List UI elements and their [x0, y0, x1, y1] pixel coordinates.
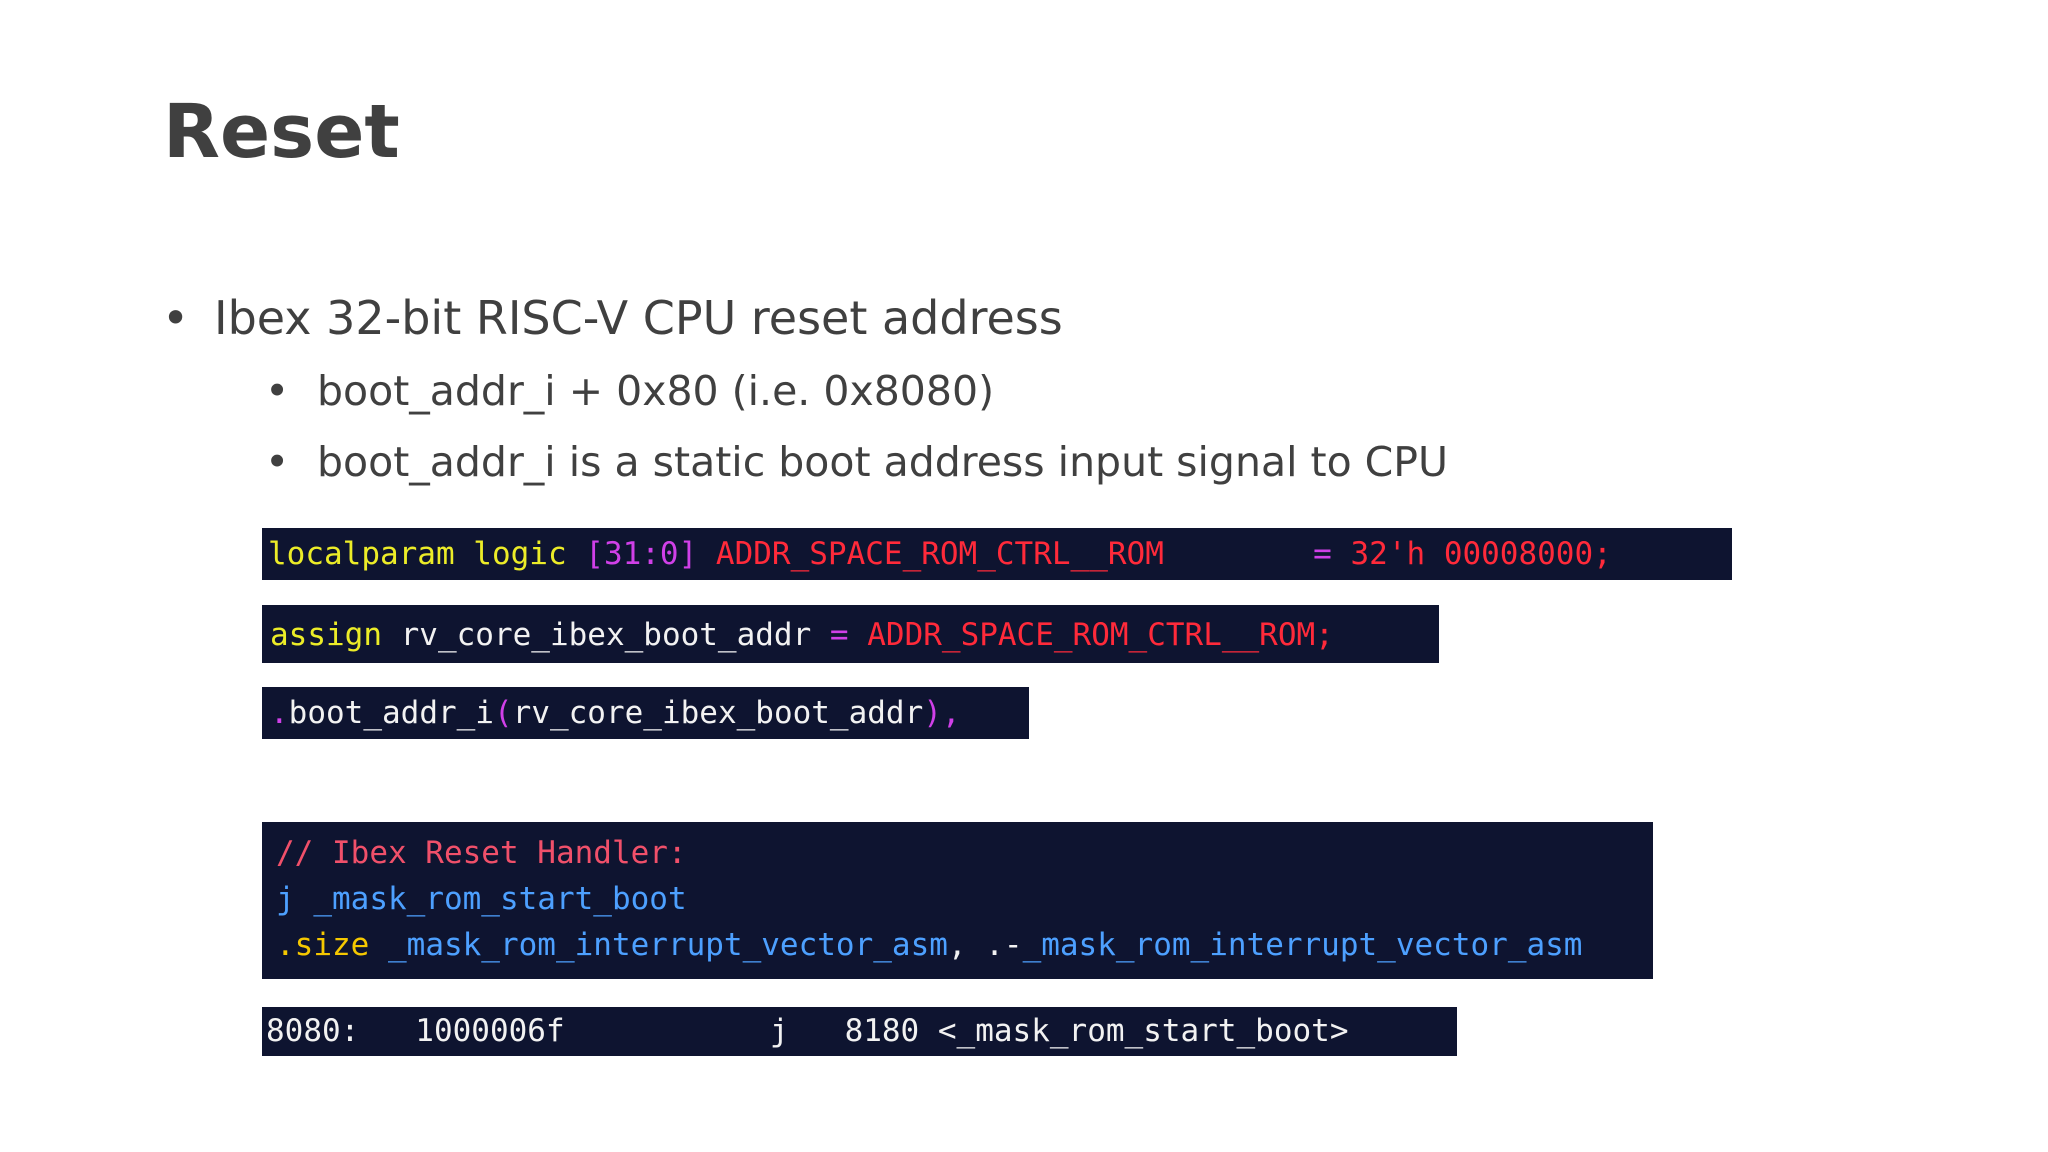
code-comment: // Ibex Reset Handler:	[276, 835, 687, 871]
code-equals: =	[1313, 536, 1351, 572]
code-mnemonic: j	[276, 881, 295, 917]
code-punctuation: , .-	[947, 927, 1023, 963]
code-keyword: localparam logic	[268, 536, 586, 572]
bullet-text: boot_addr_i is a static boot address inp…	[317, 438, 1449, 486]
code-line: // Ibex Reset Handler:	[276, 830, 1653, 876]
bullet-dot: •	[265, 367, 290, 415]
code-disasm-line: 8080: 1000006f j 8180 <_mask_rom_start_b…	[266, 1013, 1349, 1049]
code-snippet-assign: assign rv_core_ibex_boot_addr = ADDR_SPA…	[262, 605, 1439, 663]
code-paren: (	[493, 695, 513, 731]
code-signal: rv_core_ibex_boot_addr	[512, 695, 924, 731]
slide-title: Reset	[163, 89, 400, 175]
code-directive: .size	[276, 927, 370, 963]
code-identifier: rv_core_ibex_boot_addr	[381, 617, 830, 653]
code-line: j _mask_rom_start_boot	[276, 876, 1653, 922]
bullet-dot: •	[265, 438, 290, 486]
bullet-text: Ibex 32-bit RISC-V CPU reset address	[214, 291, 1063, 345]
code-snippet-port: .boot_addr_i(rv_core_ibex_boot_addr),	[262, 687, 1029, 739]
code-identifier: ADDR_SPACE_ROM_CTRL__ROM	[697, 536, 1164, 572]
code-spacing	[1164, 536, 1313, 572]
code-identifier: ADDR_SPACE_ROM_CTRL__ROM;	[867, 617, 1334, 653]
code-snippet-localparam: localparam logic [31:0] ADDR_SPACE_ROM_C…	[262, 528, 1732, 580]
code-value: 32'h 00008000;	[1350, 536, 1612, 572]
code-line: .size _mask_rom_interrupt_vector_asm, .-…	[276, 922, 1653, 968]
code-equals: =	[829, 617, 868, 653]
code-symbol: _mask_rom_interrupt_vector_asm	[369, 927, 948, 963]
code-symbol: _mask_rom_interrupt_vector_asm	[1022, 927, 1583, 963]
code-snippet-disassembly: 8080: 1000006f j 8180 <_mask_rom_start_b…	[262, 1007, 1457, 1056]
code-port-name: boot_addr_i	[288, 695, 494, 731]
code-symbol: _mask_rom_start_boot	[294, 881, 687, 917]
code-keyword: assign	[270, 617, 382, 653]
code-range: [31:0]	[585, 536, 698, 572]
code-paren: ),	[923, 695, 961, 731]
bullet-text: boot_addr_i + 0x80 (i.e. 0x8080)	[317, 367, 995, 415]
code-dot: .	[270, 695, 289, 731]
bullet-dot: •	[162, 291, 190, 345]
code-snippet-asm: // Ibex Reset Handler: j _mask_rom_start_…	[262, 822, 1653, 979]
